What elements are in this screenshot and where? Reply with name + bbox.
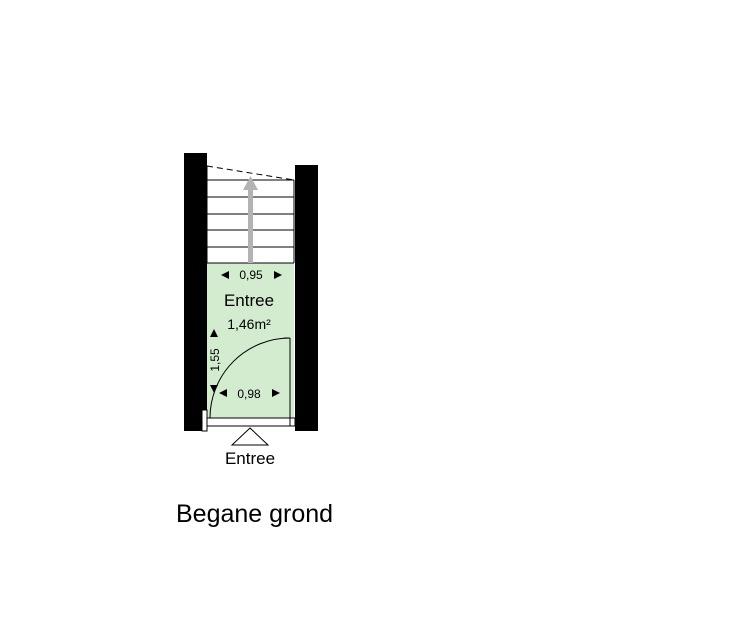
- dimension-depth-label: 1,55: [208, 348, 222, 372]
- entrance-triangle-icon: [230, 427, 270, 446]
- stair-cut-line: [206, 165, 295, 181]
- dimension-width-bottom: 0,98: [219, 387, 280, 401]
- dimension-width-top-label: 0,95: [239, 268, 263, 282]
- arrow-left-icon: [219, 389, 227, 397]
- arrow-left-icon: [221, 271, 229, 279]
- arrow-right-icon: [272, 389, 280, 397]
- dimension-depth: 1,55: [208, 329, 222, 393]
- room-area: 1,46m²: [227, 316, 271, 332]
- door-swing-arc: [209, 337, 291, 419]
- door-frame: [201, 409, 296, 432]
- left-wall: [184, 153, 207, 431]
- floor-title: Begane grond: [176, 500, 333, 528]
- arrow-up-icon: [210, 329, 218, 337]
- entrance-label: Entree: [225, 449, 275, 468]
- arrow-down-icon: [210, 385, 218, 393]
- stair-direction-arrow-icon: [243, 176, 258, 263]
- dimension-width-bottom-label: 0,98: [237, 387, 261, 401]
- right-wall: [295, 165, 318, 431]
- room-name: Entree: [224, 291, 274, 310]
- dimension-width-top: 0,95: [221, 268, 282, 282]
- arrow-right-icon: [274, 271, 282, 279]
- door: [209, 337, 291, 419]
